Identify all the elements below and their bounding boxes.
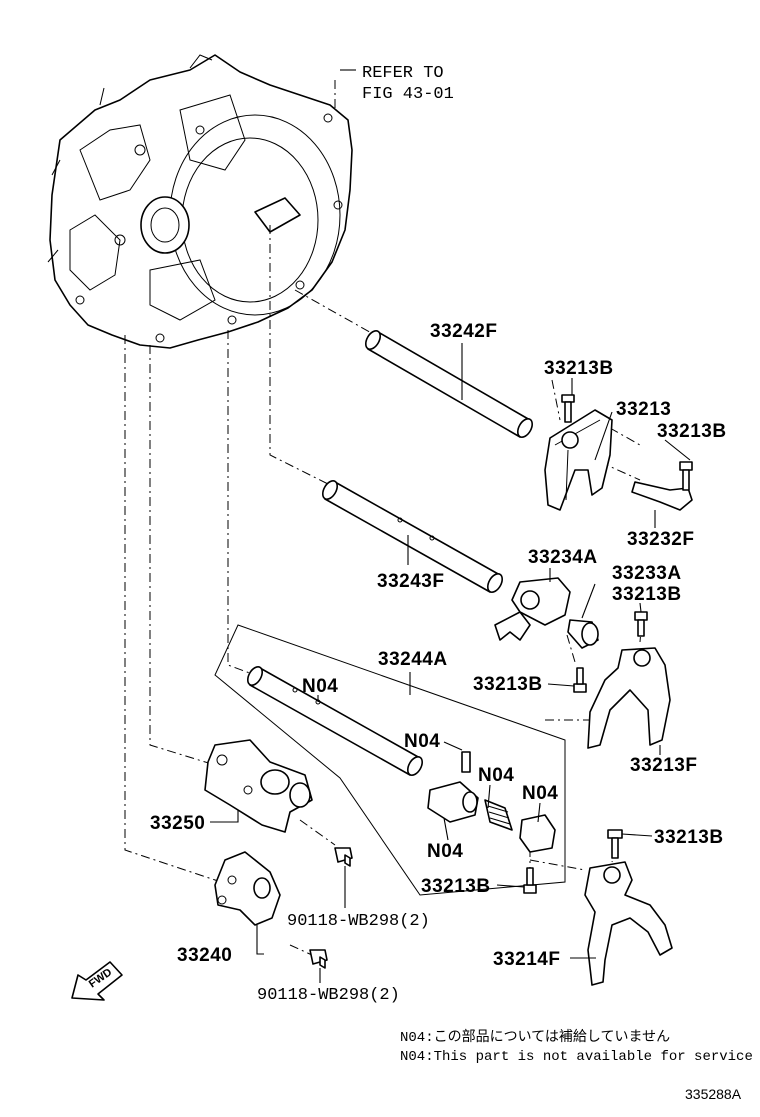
bolt-33213B-a	[561, 394, 575, 423]
label-33213B-f: 33213B	[421, 876, 491, 897]
pin-n04	[461, 751, 471, 773]
label-33214F: 33214F	[493, 949, 560, 970]
sleeve-n04	[519, 814, 556, 853]
figure-code: 335288A	[685, 1086, 742, 1102]
selector-33250	[204, 739, 313, 833]
actuator-33233A	[567, 619, 599, 649]
label-33213B-c: 33213B	[612, 584, 682, 605]
label-n04-c: N04	[478, 765, 514, 786]
bolt-33213B-c	[634, 611, 648, 637]
note-english: N04:This part is not available for servi…	[400, 1049, 753, 1065]
leader-lines	[210, 343, 691, 983]
lever-33232F	[631, 461, 693, 511]
label-n04-d: N04	[522, 783, 558, 804]
label-33250: 33250	[150, 813, 205, 834]
label-33242F: 33242F	[430, 321, 497, 342]
label-33213B-d: 33213B	[473, 674, 543, 695]
label-33213F: 33213F	[630, 755, 697, 776]
bolt-33213B-f	[607, 829, 623, 859]
shift-fork-33213F	[587, 647, 671, 749]
interlock-block-n04	[427, 781, 479, 823]
shift-rod-33242F	[364, 330, 534, 438]
label-bolt-90118-b: 90118-WB298(2)	[257, 986, 400, 1005]
label-33234A: 33234A	[528, 547, 598, 568]
label-33240: 33240	[177, 945, 232, 966]
label-33243F: 33243F	[377, 571, 444, 592]
label-n04-a: N04	[302, 676, 338, 697]
transmission-case	[47, 54, 353, 349]
label-33213B-a: 33213B	[544, 358, 614, 379]
bolt-90118-a	[334, 847, 353, 867]
bracket-33240	[214, 851, 281, 926]
refer-to-line1: REFER TO	[362, 64, 444, 83]
refer-to-note: REFER TO FIG 43-01	[340, 64, 454, 104]
label-33213B-b: 33213B	[657, 421, 727, 442]
shift-rod-33243F	[321, 480, 504, 593]
label-33232F: 33232F	[627, 529, 694, 550]
bolt-33213B-d	[573, 667, 587, 693]
bolt-90118-b	[309, 949, 328, 969]
shift-fork-33214F	[584, 861, 673, 986]
bolt-33213B-e	[523, 867, 537, 894]
spring-n04	[484, 799, 513, 831]
label-33233A: 33233A	[612, 563, 682, 584]
label-n04-e: N04	[427, 841, 463, 862]
label-33244A: 33244A	[378, 649, 448, 670]
assembly-33244A-frame	[214, 624, 566, 896]
label-n04-b: N04	[404, 731, 440, 752]
fork-block-33234A	[494, 577, 571, 641]
label-33213B-e: 33213B	[654, 827, 724, 848]
note-japanese: N04:この部品については補給していません	[400, 1029, 670, 1046]
shift-fork-33213	[544, 409, 613, 511]
label-33213: 33213	[616, 399, 671, 420]
label-bolt-90118-a: 90118-WB298(2)	[287, 912, 430, 931]
refer-to-line2: FIG 43-01	[362, 85, 454, 104]
shift-rod-n04	[246, 666, 424, 776]
fwd-arrow: FWD	[71, 961, 123, 1001]
